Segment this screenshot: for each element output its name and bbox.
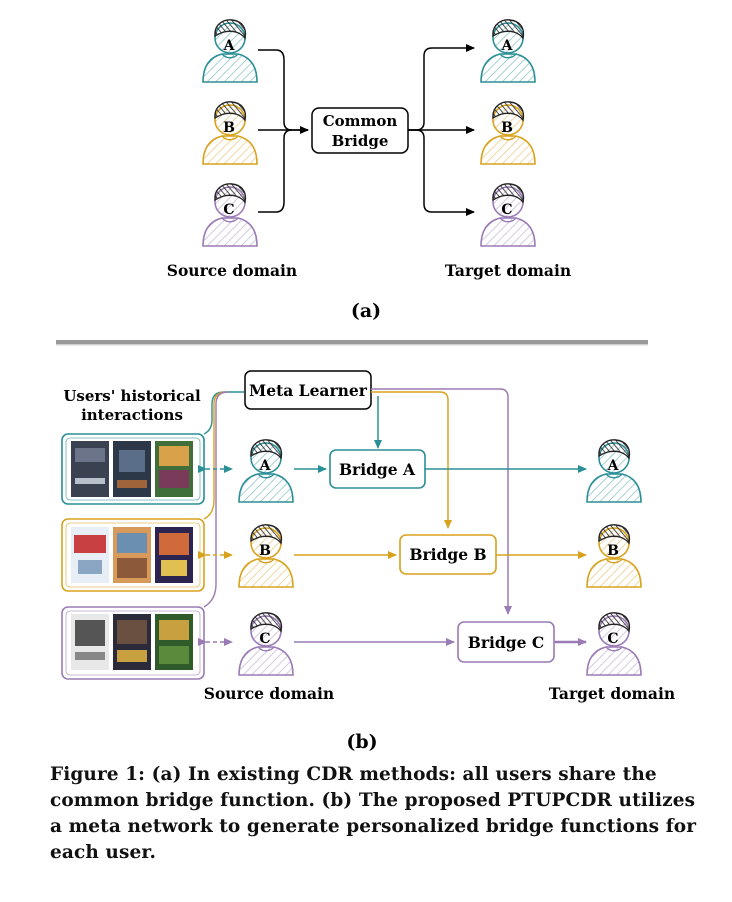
history-label-line1: Users' historical	[63, 387, 201, 405]
target-user-a: A	[480, 19, 536, 83]
common-bridge-label-line1: Common	[323, 112, 398, 130]
feed-teal-to-meta	[203, 391, 244, 435]
user-letter: C	[607, 631, 618, 647]
meta-to-bridge-b	[371, 391, 452, 529]
connector-a-to-bridge	[258, 49, 308, 131]
source-user-c-b: C	[238, 612, 294, 676]
user-letter: A	[501, 38, 514, 54]
history-box-b	[61, 518, 205, 592]
target-user-c-b: C	[586, 612, 642, 676]
meta-to-bridge-c	[371, 388, 512, 615]
user-letter: B	[223, 120, 235, 136]
connector-bridge-to-c	[408, 129, 475, 216]
source-user-c: C	[202, 183, 258, 247]
target-domain-label-a: Target domain	[445, 261, 571, 280]
part-a: A B C Common Bridge A B	[167, 19, 571, 322]
user-letter: A	[607, 458, 620, 474]
source-user-a: A	[202, 19, 258, 83]
user-letter: B	[501, 120, 513, 136]
bridge-c-label: Bridge C	[468, 633, 544, 652]
connector-c-to-bridge	[258, 129, 293, 213]
figure-caption: Figure 1: (a) In existing CDR methods: a…	[50, 764, 697, 863]
part-b: Users' historical interactions	[61, 370, 675, 753]
source-user-b-b: B	[238, 524, 294, 588]
source-user-a-b: A	[238, 439, 294, 503]
section-divider	[56, 340, 648, 344]
target-user-b: B	[480, 101, 536, 165]
target-user-b-b: B	[586, 524, 642, 588]
source-domain-label-a: Source domain	[167, 261, 297, 280]
panel-label-b: (b)	[346, 731, 377, 753]
meta-learner-label: Meta Learner	[249, 381, 368, 400]
figure-diagram: A B C Common Bridge A B	[56, 19, 675, 753]
target-user-c: C	[480, 183, 536, 247]
user-letter: A	[259, 458, 272, 474]
user-letter: C	[223, 202, 234, 218]
panel-label-a: (a)	[351, 300, 381, 322]
target-domain-label-b: Target domain	[549, 684, 675, 703]
user-letter: C	[501, 202, 512, 218]
user-letter: A	[223, 38, 236, 54]
source-user-b: B	[202, 101, 258, 165]
common-bridge-label-line2: Bridge	[332, 132, 389, 150]
feed-gold-to-meta	[203, 391, 227, 520]
user-letter: C	[259, 631, 270, 647]
feed-purple-to-meta	[203, 391, 229, 608]
target-user-a-b: A	[586, 439, 642, 503]
user-letter: B	[259, 543, 271, 559]
bridge-b-label: Bridge B	[409, 545, 486, 564]
section-divider-shadow	[56, 344, 648, 346]
user-letter: B	[607, 543, 619, 559]
connector-bridge-to-a	[408, 44, 475, 131]
history-box-a	[61, 433, 205, 505]
source-domain-label-b: Source domain	[204, 684, 334, 703]
bridge-a-label: Bridge A	[339, 460, 416, 479]
meta-learner-box	[244, 370, 372, 410]
history-label-line2: interactions	[81, 406, 183, 424]
history-box-c	[61, 606, 205, 680]
